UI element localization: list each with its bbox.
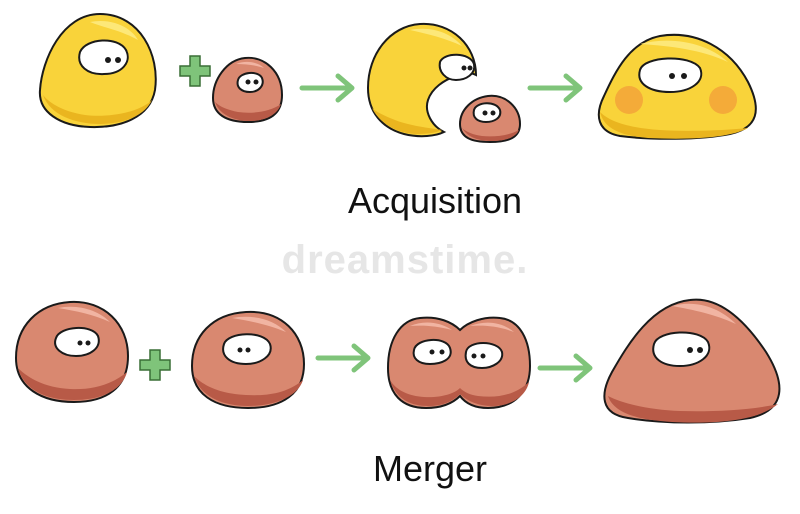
red-blob-left	[14, 300, 130, 404]
small-red-blob	[211, 56, 284, 124]
plus-icon	[179, 55, 211, 87]
merging-blobs	[386, 316, 532, 410]
acquisition-caption: Acquisition	[347, 180, 523, 221]
yellow-blob	[38, 12, 157, 129]
yellow-pacman-blob	[366, 22, 478, 138]
small-red-blob-eaten	[458, 94, 522, 144]
merger-row	[14, 298, 781, 424]
acquisition-row	[38, 12, 757, 144]
right-arrow-icon	[527, 73, 583, 103]
merger-caption: Merger	[372, 448, 488, 489]
red-blob-right	[190, 310, 306, 410]
watermark: dreamstime.	[281, 238, 529, 282]
right-arrow-icon	[537, 353, 593, 383]
big-red-blob	[603, 298, 781, 424]
plus-icon	[139, 349, 171, 381]
right-arrow-icon	[299, 73, 355, 103]
big-yellow-blob	[597, 33, 757, 140]
right-arrow-icon	[315, 343, 371, 373]
